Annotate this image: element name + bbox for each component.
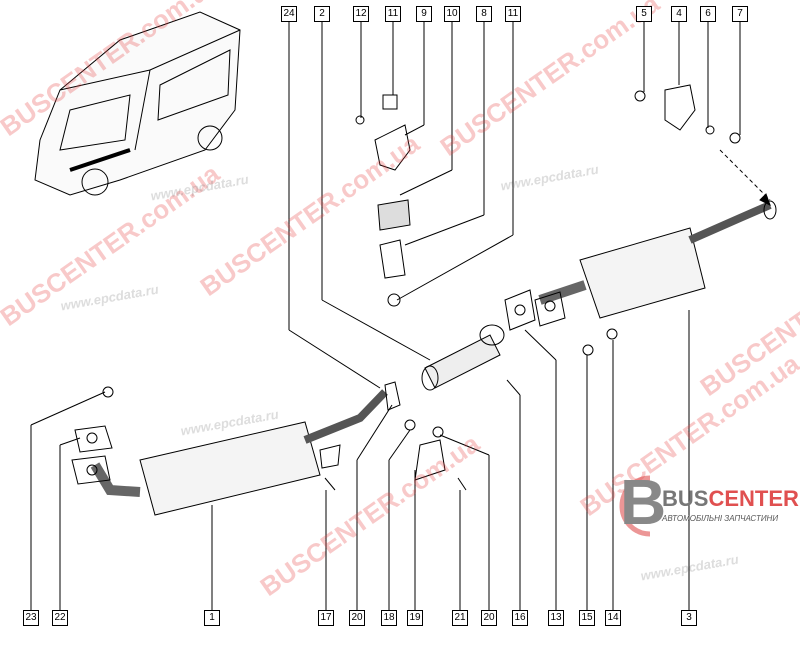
callout-13: 13 — [548, 610, 564, 626]
callout-4: 4 — [671, 6, 687, 22]
logo-tagline: АВТОМОБІЛЬНІ ЗАПЧАСТИНИ — [662, 514, 779, 523]
rear-silencer — [538, 200, 777, 319]
callout-16: 16 — [512, 610, 528, 626]
callout-8: 8 — [476, 6, 492, 22]
mounting-parts — [355, 84, 741, 491]
intermediate-pipe — [421, 289, 566, 391]
callout-20b: 20 — [481, 610, 497, 626]
logo-name-center: CENTER — [708, 486, 799, 511]
callout-24: 24 — [281, 6, 297, 22]
callout-3: 3 — [681, 610, 697, 626]
callout-10: 10 — [444, 6, 460, 22]
buscenter-logo: B BUSCENTER АВТОМОБІЛЬНІ ЗАПЧАСТИНИ — [610, 470, 800, 540]
front-silencer — [71, 381, 401, 516]
van-illustration — [34, 11, 241, 196]
callout-5: 5 — [636, 6, 652, 22]
logo-letter: B — [620, 466, 667, 538]
callout-14: 14 — [605, 610, 621, 626]
callout-19: 19 — [407, 610, 423, 626]
callout-21: 21 — [452, 610, 468, 626]
leader-lines — [30, 22, 741, 611]
callout-1: 1 — [204, 610, 220, 626]
callout-17: 17 — [318, 610, 334, 626]
callout-7: 7 — [732, 6, 748, 22]
callout-22: 22 — [52, 610, 68, 626]
callout-6: 6 — [700, 6, 716, 22]
callout-18: 18 — [381, 610, 397, 626]
callout-20: 20 — [349, 610, 365, 626]
logo-name-bus: BUS — [662, 486, 709, 511]
callout-11: 11 — [385, 6, 401, 22]
callout-12: 12 — [353, 6, 369, 22]
callout-2: 2 — [314, 6, 330, 22]
logo-name: BUSCENTER — [662, 486, 799, 512]
callout-11b: 11 — [505, 6, 521, 22]
logo-ring-icon — [619, 475, 651, 537]
callout-9: 9 — [416, 6, 432, 22]
callout-23: 23 — [23, 610, 39, 626]
callout-15: 15 — [579, 610, 595, 626]
